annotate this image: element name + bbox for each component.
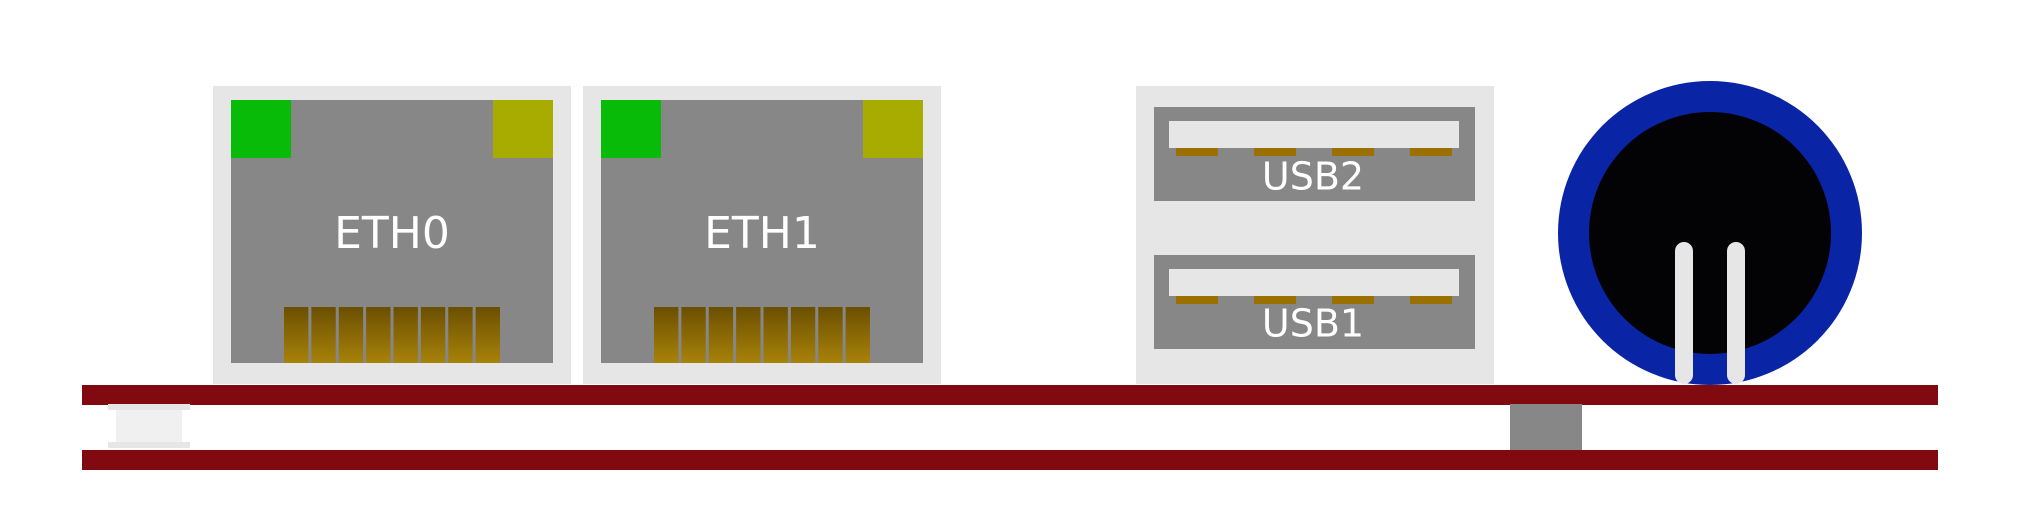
- eth0-port: ETH0: [213, 86, 571, 384]
- rj45-pin: [654, 307, 679, 363]
- usb2-tongue: [1169, 121, 1459, 148]
- usb1-label: USB1: [1262, 302, 1364, 346]
- usb-port-stack: USB2 USB1: [1136, 86, 1494, 384]
- rj45-pin: [448, 307, 473, 363]
- audio-jack: [1558, 81, 1862, 385]
- usb2-contacts: [1176, 148, 1452, 156]
- pcb-top-edge: [82, 385, 1938, 405]
- usb1-contacts: [1176, 296, 1452, 304]
- rj45-pin: [763, 307, 788, 363]
- standoff-component: [108, 404, 190, 448]
- rj45-pin: [284, 307, 309, 363]
- usb2-label: USB2: [1262, 155, 1364, 199]
- rj45-pin: [790, 307, 816, 363]
- rj45-pin: [845, 307, 870, 363]
- audio-jack-pin-right: [1727, 242, 1745, 384]
- usb1-port: USB1: [1154, 255, 1475, 349]
- rj45-pin: [393, 307, 418, 363]
- audio-jack-pin-left: [1675, 242, 1693, 384]
- rj45-pin: [681, 307, 706, 363]
- pcb-bottom-edge: [82, 450, 1938, 470]
- usb1-tongue: [1169, 269, 1459, 296]
- eth0-label: ETH0: [334, 208, 450, 259]
- spacer-block: [1510, 404, 1582, 450]
- rj45-pin: [338, 307, 364, 363]
- eth1-activity-led: [863, 100, 923, 158]
- rj45-pin: [708, 307, 734, 363]
- rj45-pin: [311, 307, 336, 363]
- eth1-label: ETH1: [704, 208, 820, 259]
- eth0-link-led: [231, 100, 291, 158]
- rj45-pin: [736, 307, 761, 363]
- eth1-link-led: [601, 100, 661, 158]
- eth1-port: ETH1: [583, 86, 941, 384]
- rj45-pin: [475, 307, 500, 363]
- rj45-pin: [420, 307, 446, 363]
- eth0-pins: [284, 307, 500, 363]
- audio-jack-core: [1589, 112, 1831, 354]
- rj45-pin: [818, 307, 843, 363]
- rj45-pin: [366, 307, 391, 363]
- eth0-activity-led: [493, 100, 553, 158]
- usb2-port: USB2: [1154, 107, 1475, 201]
- eth1-pins: [654, 307, 870, 363]
